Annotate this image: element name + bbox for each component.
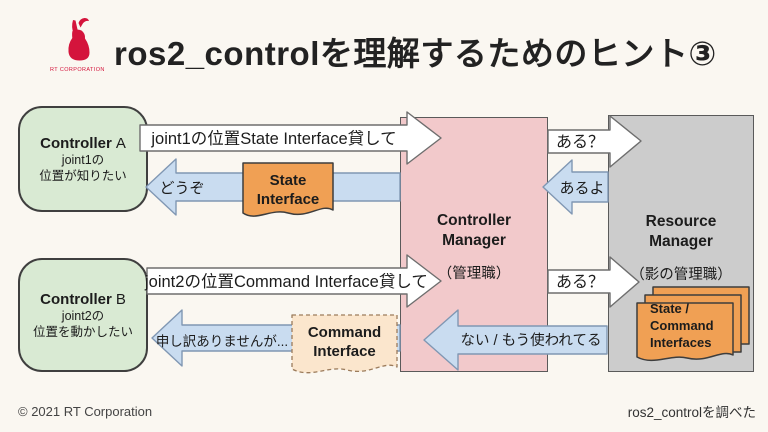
rabbit-icon [68, 17, 90, 61]
state-interface-label: State Interface [256, 172, 320, 208]
page-title: ros2_controlを理解するためのヒント③ [114, 35, 717, 72]
arrow-label-douzo: どうぞ [159, 180, 205, 197]
logo-company-label: RT CORPORATION [50, 67, 105, 73]
controller-manager-role: （管理職） [437, 266, 511, 282]
rt-logo: RT CORPORATION [50, 17, 105, 73]
arrow-label-moushiwake: 申し訳ありませんが... [155, 334, 289, 349]
resource-manager-title: Resource Manager [645, 213, 717, 250]
arrow-label-aruyo: あるよ [559, 180, 605, 197]
controller-a-line2: 位置が知りたい [39, 168, 127, 183]
footer-note: ros2_controlを調べた [627, 405, 756, 420]
controller-manager-title: Controller Manager [436, 212, 512, 249]
arrow-label-joint1-request: joint1の位置State Interface貸して [151, 130, 397, 148]
command-interface-label: Command Interface [307, 324, 382, 360]
resource-manager-role: （影の管理職） [630, 267, 732, 283]
interfaces-stack-label: State / Command Interfaces [650, 301, 714, 350]
controller-b-line2: 位置を動かしたい [32, 324, 133, 339]
copyright-label: © 2021 RT Corporation [18, 404, 153, 419]
controller-b-line1: joint2の [61, 308, 105, 323]
arrow-label-aru-bottom: ある？ [555, 274, 604, 291]
arrow-label-aru-top: ある？ [555, 134, 604, 151]
arrow-label-nai: ない / もう使われてる [460, 333, 602, 349]
controller-a-line1: joint1の [61, 152, 105, 167]
arrow-label-joint2-request: joint2の位置Command Interface貸して [145, 273, 428, 291]
